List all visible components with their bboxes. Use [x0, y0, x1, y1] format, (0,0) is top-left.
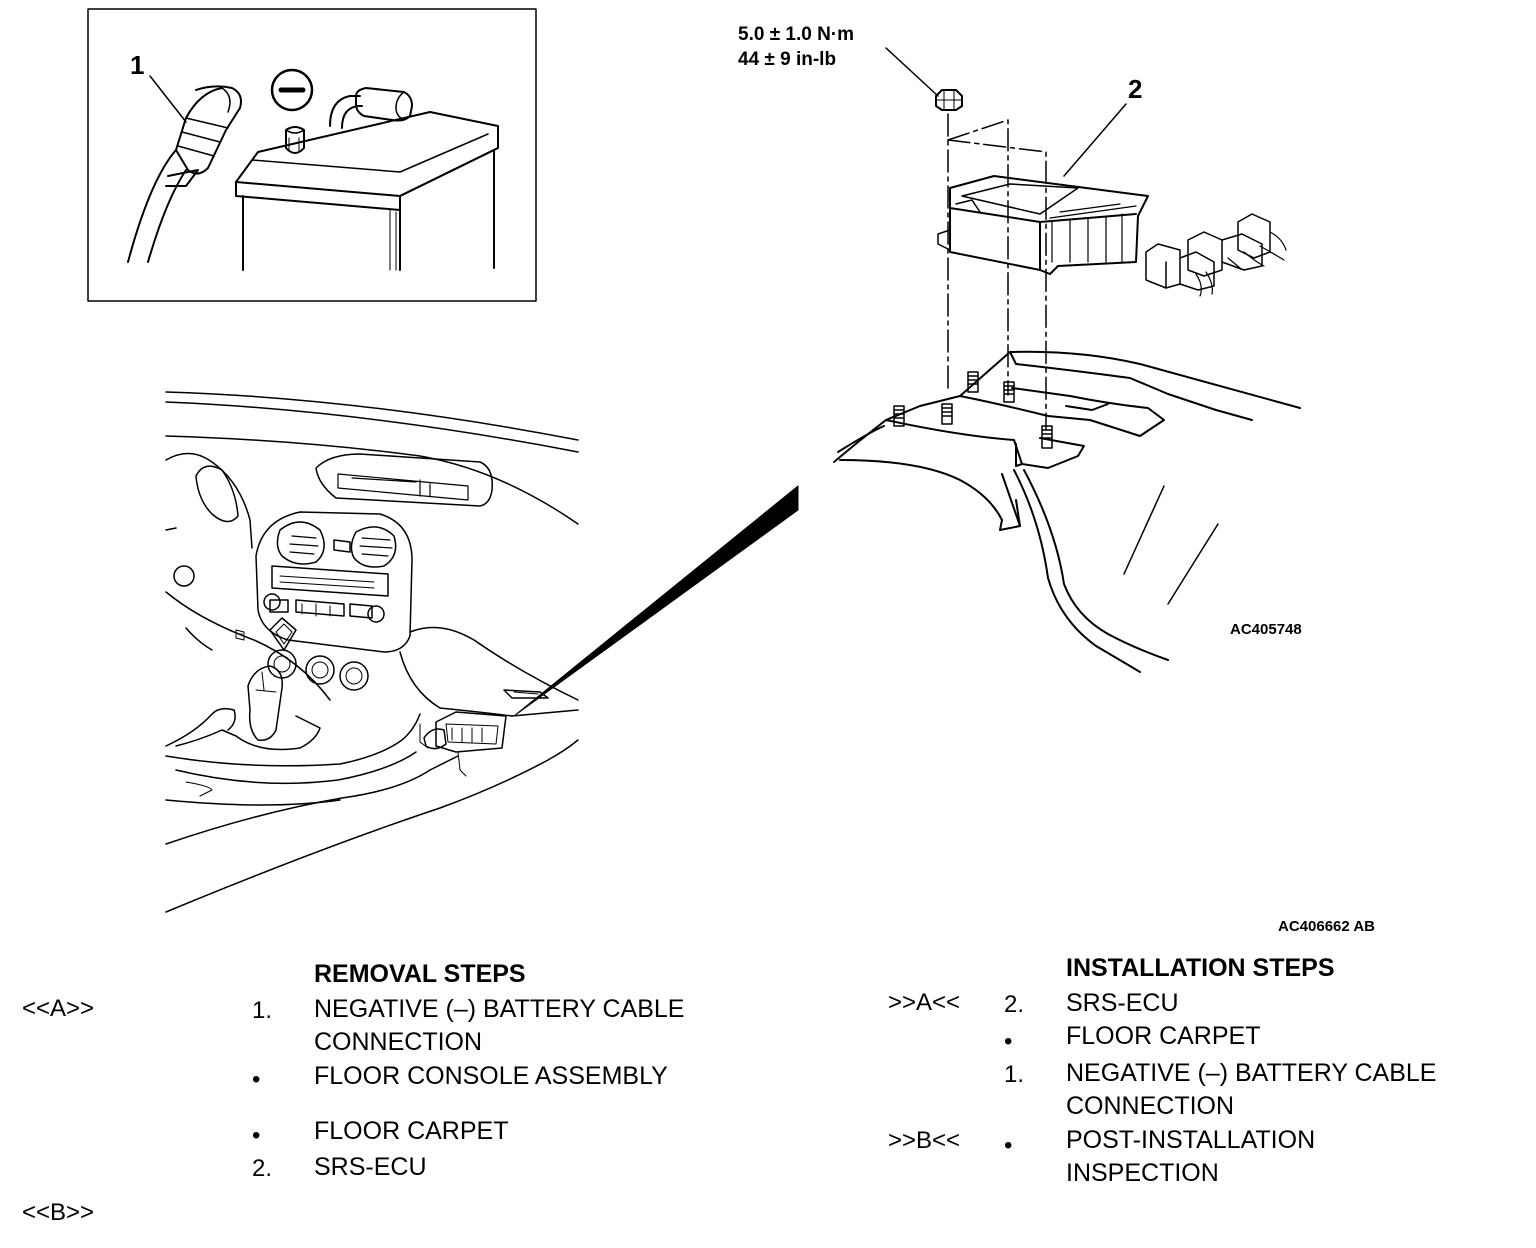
minus-circle-icon	[270, 68, 314, 112]
installation-marker-a: >>A<<	[888, 989, 961, 1016]
alignment-lines	[947, 113, 1047, 431]
installation-step-1-text: NEGATIVE (–) BATTERY CABLE CONNECTION	[1066, 1057, 1436, 1123]
detail-pointer-wedge	[513, 485, 799, 717]
removal-step-carpet-bullet: •	[252, 1122, 261, 1149]
installation-step-inspection-bullet: •	[1004, 1132, 1013, 1159]
srs-ecu-detail	[833, 47, 1301, 673]
harness-connectors-illustration	[1145, 213, 1287, 297]
removal-step-2-number: 2.	[252, 1155, 273, 1182]
installation-step-1-line2: CONNECTION	[1066, 1092, 1235, 1120]
installation-step-2-text: SRS-ECU	[1066, 989, 1179, 1017]
figure-id-overall: AC406662 AB	[1278, 918, 1375, 935]
removal-step-1-number: 1.	[252, 997, 273, 1024]
installation-steps-heading: INSTALLATION STEPS	[1066, 954, 1335, 982]
installation-step-carpet-text: FLOOR CARPET	[1066, 1022, 1261, 1050]
floor-panel-illustration	[833, 350, 1301, 673]
callout-2-label: 2	[1128, 74, 1143, 104]
removal-step-2-text: SRS-ECU	[314, 1153, 427, 1181]
torque-leader	[885, 47, 939, 97]
installation-step-1-number: 1.	[1004, 1061, 1025, 1088]
battery-illustration	[235, 87, 499, 271]
installation-step-2-number: 2.	[1004, 991, 1025, 1018]
removal-step-1-line2: CONNECTION	[314, 1028, 483, 1056]
flange-nut-illustration	[935, 89, 963, 111]
removal-step-1-text: NEGATIVE (–) BATTERY CABLE CONNECTION	[314, 993, 684, 1059]
removal-steps-heading: REMOVAL STEPS	[314, 960, 526, 988]
torque-imperial: 44 ± 9 in-lb	[738, 49, 837, 70]
disconnected-cable-illustration	[127, 85, 242, 263]
installation-step-inspection-text: POST-INSTALLATION INSPECTION	[1066, 1124, 1315, 1190]
figure-id-detail: AC405748	[1230, 621, 1302, 638]
callout-leader-2	[1063, 103, 1127, 177]
removal-marker-b: <<B>>	[22, 1199, 95, 1226]
removal-step-carpet-text: FLOOR CARPET	[314, 1117, 509, 1145]
installation-marker-b: >>B<<	[888, 1127, 961, 1154]
torque-spec: 5.0 ± 1.0 N·m 44 ± 9 in-lb	[738, 22, 854, 72]
removal-step-console-bullet: •	[252, 1066, 261, 1093]
removal-step-1-line1: NEGATIVE (–) BATTERY CABLE	[314, 995, 685, 1023]
installation-step-inspection-line2: INSPECTION	[1066, 1159, 1219, 1187]
srs-ecu-illustration	[937, 175, 1149, 275]
installation-step-carpet-bullet: •	[1004, 1028, 1013, 1055]
torque-metric: 5.0 ± 1.0 N·m	[738, 24, 855, 45]
removal-marker-a: <<A>>	[22, 995, 95, 1022]
battery-inset-frame	[87, 8, 537, 302]
installation-step-inspection-line1: POST-INSTALLATION	[1066, 1126, 1316, 1154]
callout-leader-1	[149, 75, 187, 123]
callout-1-label: 1	[130, 50, 145, 80]
removal-step-console-text: FLOOR CONSOLE ASSEMBLY	[314, 1062, 668, 1090]
battery-inset	[87, 8, 537, 302]
dashboard-illustration	[165, 391, 579, 913]
installation-step-1-line1: NEGATIVE (–) BATTERY CABLE	[1066, 1059, 1437, 1087]
